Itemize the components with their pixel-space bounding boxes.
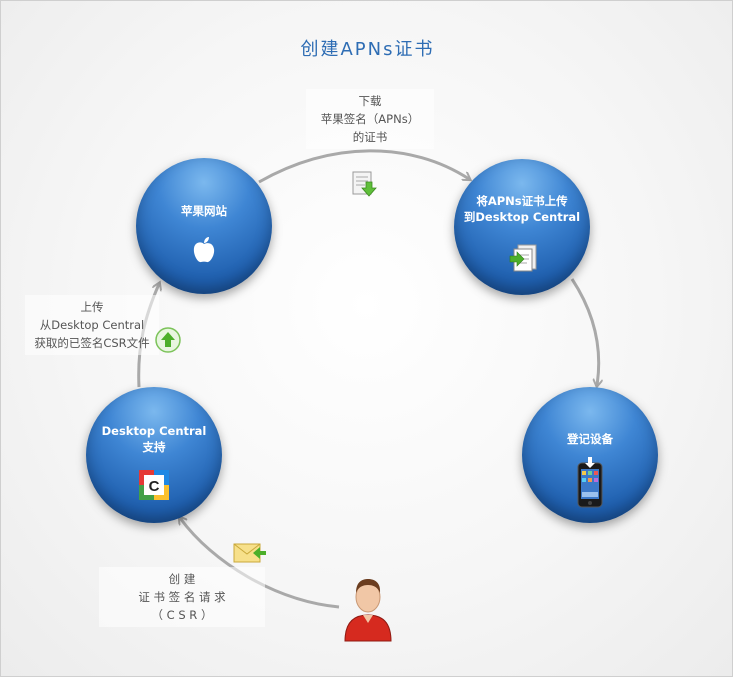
document-import-icon (509, 241, 539, 277)
create-csr-line1: 创 建 (168, 572, 196, 586)
node-desktop-central-line1: Desktop Central (101, 424, 207, 438)
node-register-device: 登记设备 (522, 387, 658, 523)
download-label-line3: 的证书 (352, 130, 388, 144)
download-label-line1: 下载 (358, 94, 382, 108)
apple-logo-icon (191, 236, 217, 268)
arrow-upload-to-register (570, 278, 599, 385)
upload-label-line3: 获取的已签名CSR文件 (34, 336, 150, 350)
upload-arrow-icon (155, 327, 181, 357)
node-desktop-central: Desktop Central 支持 C (86, 387, 222, 523)
node-upload-apns-line2: 到Desktop Central (463, 210, 581, 224)
upload-label-line2: 从Desktop Central (39, 318, 145, 332)
download-label: 下载 苹果签名（APNs） 的证书 (306, 89, 434, 149)
create-csr-line2: 证 书 签 名 请 求 (138, 590, 226, 604)
user-person-icon (341, 571, 395, 647)
node-desktop-central-line2: 支持 (142, 440, 166, 454)
diagram-title: 创建APNs证书 (300, 39, 435, 60)
create-csr-label: 创 建 证 书 签 名 请 求 （ C S R ） (99, 567, 265, 627)
download-label-line2: 苹果签名（APNs） (320, 112, 420, 126)
upload-label: 上传 从Desktop Central 获取的已签名CSR文件 (25, 295, 159, 355)
download-document-icon (351, 170, 379, 202)
node-apple-website-label: 苹果网站 (181, 204, 227, 218)
upload-label-line1: 上传 (80, 300, 104, 314)
node-register-device-label: 登记设备 (567, 432, 613, 446)
svg-text:C: C (149, 478, 160, 495)
node-upload-apns: 将APNs证书上传 到Desktop Central (454, 159, 590, 295)
create-csr-line3: （ C S R ） (151, 608, 213, 622)
node-upload-apns-line1: 将APNs证书上传 (476, 194, 568, 208)
desktop-central-logo-icon: C (138, 469, 170, 505)
iphone-icon (575, 457, 609, 513)
node-apple-website: 苹果网站 (136, 158, 272, 294)
arrow-apple-to-upload (258, 149, 469, 184)
mail-envelope-icon (233, 541, 267, 569)
